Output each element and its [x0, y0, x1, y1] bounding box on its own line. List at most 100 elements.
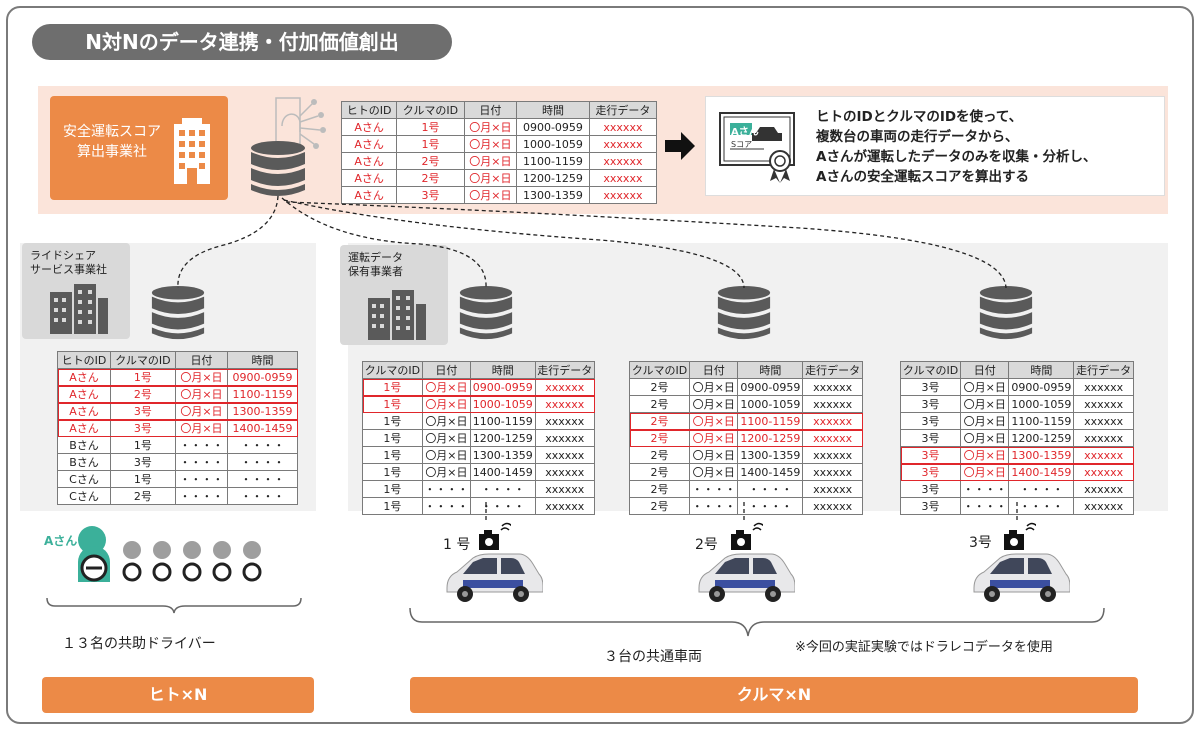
table-cell: xxxxxx: [1073, 497, 1134, 515]
table-cell: 3号: [899, 497, 962, 515]
table-cell: 1200-1259: [470, 429, 536, 447]
table-header-cell: クルマのID: [110, 351, 176, 369]
table-cell: Aさん: [57, 402, 111, 420]
table-cell: xxxxxx: [1073, 429, 1134, 447]
drivers-icon-group: [78, 526, 262, 582]
table-cell: xxxxxx: [1073, 463, 1134, 481]
table-cell: 〇月×日: [463, 152, 518, 170]
table-cell: xxxxxx: [802, 446, 863, 464]
table-cell: xxxxxx: [588, 186, 658, 204]
table-cell: 1号: [362, 395, 423, 413]
table-header-row: クルマのID 日付 時間 走行データ: [362, 361, 596, 379]
table-cell: ・・・・: [737, 480, 804, 498]
table-cell: xxxxxx: [802, 497, 863, 515]
table-cell: 3号: [899, 463, 962, 481]
table-cell: 〇月×日: [689, 395, 739, 413]
vehicles-caption: ３台の共通車両: [604, 649, 702, 665]
table-header-cell: 日付: [689, 361, 739, 379]
table-cell: xxxxxx: [802, 378, 863, 396]
table-cell: xxxxxx: [1073, 395, 1134, 413]
arrow-right-icon: [665, 132, 695, 160]
table-cell: 2号: [110, 385, 176, 403]
database-icon-top: [251, 141, 305, 196]
table-cell: ・・・・: [174, 487, 229, 505]
table-cell: xxxxxx: [534, 429, 596, 447]
table-cell: 0900-0959: [516, 118, 590, 136]
database-icon-car1: [459, 285, 513, 340]
table-cell: ・・・・: [689, 497, 739, 515]
office-building-icon: [50, 284, 108, 334]
description-line: 複数台の車両の走行データから、: [816, 129, 1019, 145]
table-cell: 2号: [628, 429, 691, 447]
table-cell: 3号: [899, 480, 962, 498]
office-building-icon-2: [368, 290, 426, 340]
table-cell: xxxxxx: [588, 169, 658, 187]
table-cell: xxxxxx: [1073, 412, 1134, 430]
table-cell: 〇月×日: [689, 378, 739, 396]
table-cell: ・・・・: [1008, 497, 1075, 515]
table-cell: 〇月×日: [463, 135, 518, 153]
table-cell: ・・・・: [737, 497, 804, 515]
table-cell: 2号: [396, 169, 465, 187]
table-cell: xxxxxx: [588, 152, 658, 170]
table-row: 2号・・・・・・・・xxxxxx: [628, 480, 863, 498]
table-cell: ・・・・: [1008, 480, 1075, 498]
table-cell: Bさん: [57, 436, 111, 454]
table-cell: 1号: [110, 436, 176, 454]
table-cell: Aさん: [340, 118, 398, 136]
table-header-cell: 時間: [737, 361, 804, 379]
table-header-cell: 日付: [421, 361, 472, 379]
table-cell: 3号: [110, 419, 176, 437]
table-cell: 〇月×日: [689, 463, 739, 481]
table-cell: ・・・・: [227, 470, 298, 488]
certificate-icon: [719, 112, 795, 183]
table-cell: 1400-1459: [1008, 463, 1075, 481]
table-header-cell: 走行データ: [588, 101, 658, 119]
table-header-cell: 日付: [174, 351, 229, 369]
table-cell: 1300-1359: [470, 446, 536, 464]
page-title: N対Nのデータ連携・付加価値創出: [32, 24, 452, 60]
table-cell: 3号: [899, 395, 962, 413]
table-cell: 〇月×日: [421, 395, 472, 413]
table-row: 1号・・・・・・・・xxxxxx: [362, 480, 596, 498]
car-icon-1: [446, 553, 543, 602]
table-row: 3号・・・・・・・・xxxxxx: [899, 480, 1134, 498]
table-cell: ・・・・: [960, 497, 1010, 515]
table-cell: 〇月×日: [463, 169, 518, 187]
table-header-cell: 日付: [463, 101, 518, 119]
table-cell: 1400-1459: [227, 419, 298, 437]
table-cell: 2号: [396, 152, 465, 170]
table-cell: 3号: [899, 429, 962, 447]
table-cell: 0900-0959: [1008, 378, 1075, 396]
table-cell: ・・・・: [174, 470, 229, 488]
description-box: Aさん Sコア ヒトのIDとクルマのIDを使って、 複数台の車両の走行データから…: [705, 96, 1165, 196]
table-cell: 1100-1159: [516, 152, 590, 170]
car-icon-2: [698, 553, 795, 602]
table-cell: 1400-1459: [737, 463, 804, 481]
table-cell: 1200-1259: [737, 429, 804, 447]
table-cell: 〇月×日: [689, 446, 739, 464]
table-cell: 2号: [628, 446, 691, 464]
table-header-cell: クルマのID: [396, 101, 465, 119]
building-icon: [174, 118, 210, 184]
table-cell: 2号: [110, 487, 176, 505]
table-cell: xxxxxx: [588, 118, 658, 136]
table-cell: 0900-0959: [470, 378, 536, 396]
table-cell: 〇月×日: [421, 429, 472, 447]
camera-icon-2: [731, 522, 763, 550]
table-cell: xxxxxx: [1073, 480, 1134, 498]
database-icon-rideshare: [151, 285, 205, 340]
table-cell: xxxxxx: [534, 497, 596, 515]
table-cell: ・・・・: [470, 497, 536, 515]
table-cell: xxxxxx: [534, 463, 596, 481]
